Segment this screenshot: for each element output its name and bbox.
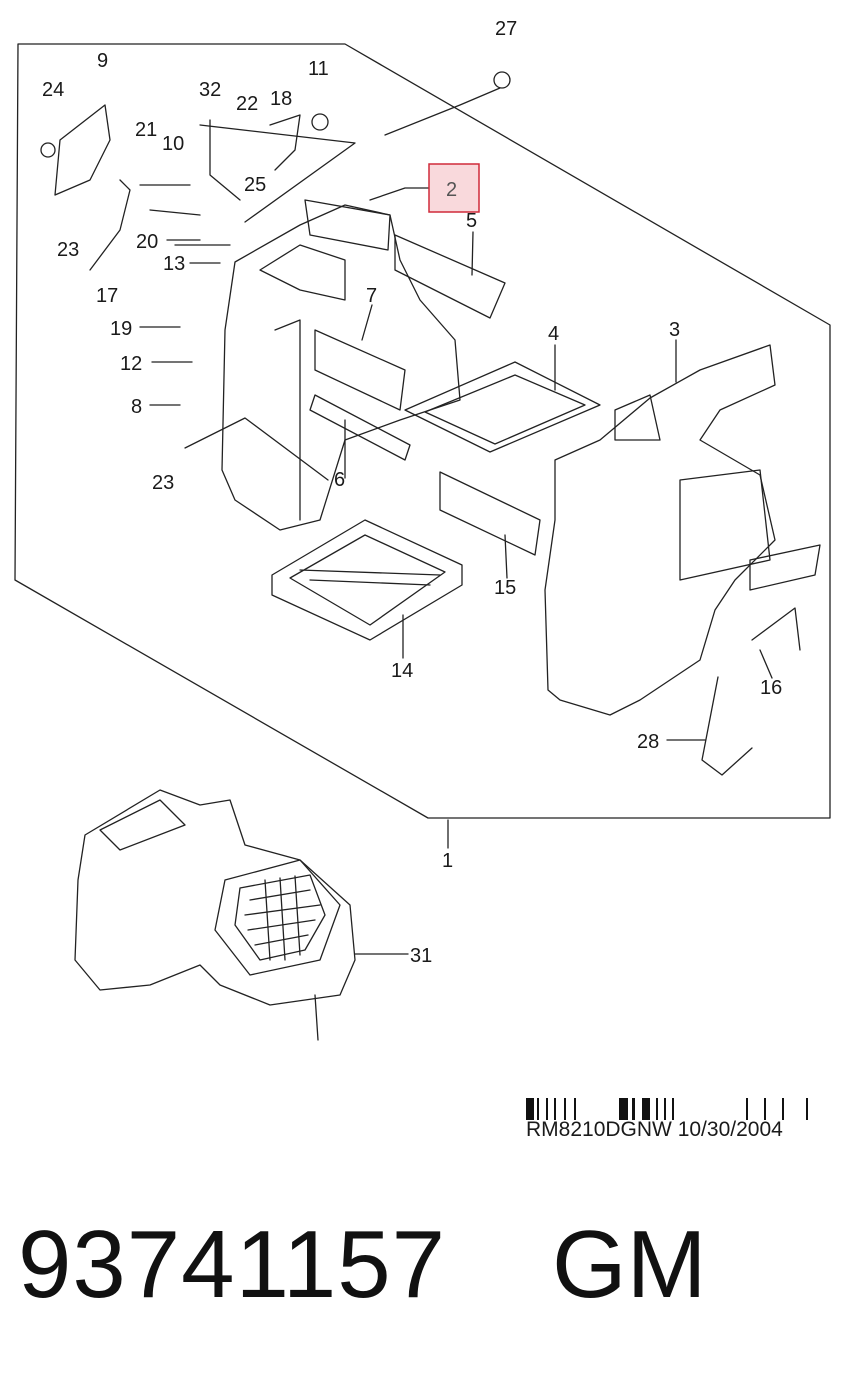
highlight-box <box>428 163 480 213</box>
callout-labels: 27 11 9 24 32 22 18 21 10 25 2 5 20 23 1… <box>42 18 782 967</box>
callout-10: 10 <box>162 133 184 155</box>
callout-9: 9 <box>97 50 108 72</box>
callout-25: 25 <box>244 174 266 196</box>
drawing-code: RM8210DGNW 10/30/2004 <box>526 1118 783 1141</box>
leader-6 <box>184 417 329 481</box>
callout-15: 15 <box>494 577 516 599</box>
barcode-mark <box>526 1098 808 1120</box>
exploded-parts-diagram: 27 11 9 24 32 22 18 21 10 25 2 5 20 23 1… <box>14 18 831 1041</box>
lever-9 <box>54 104 111 196</box>
callout-23a: 23 <box>57 239 79 261</box>
gasket-16 <box>751 607 801 651</box>
leader-16 <box>759 649 773 679</box>
callout-6: 6 <box>334 469 345 491</box>
callout-18: 18 <box>270 88 292 110</box>
filter-4 <box>404 361 601 453</box>
callout-11: 11 <box>308 58 329 80</box>
heater-core <box>271 519 463 641</box>
callout-23b: 23 <box>152 472 174 494</box>
callout-21: 21 <box>135 119 157 141</box>
plate-15 <box>439 471 541 556</box>
callout-24: 24 <box>42 79 64 101</box>
assembly-frame <box>14 43 831 819</box>
callout-13: 13 <box>163 253 185 275</box>
callout-14: 14 <box>391 660 413 682</box>
callout-20: 20 <box>136 231 158 253</box>
callout-12: 12 <box>120 353 142 375</box>
callout-17: 17 <box>96 285 118 307</box>
lever-17 <box>89 179 131 271</box>
gasket-28 <box>701 676 753 776</box>
brand-label: GM <box>552 1211 707 1318</box>
callout-5: 5 <box>466 210 477 232</box>
door-6 <box>309 394 411 461</box>
leader-2 <box>369 187 439 201</box>
door-5 <box>394 234 506 319</box>
callout-4: 4 <box>548 323 559 345</box>
leader-32 <box>209 119 241 201</box>
leader-7 <box>361 304 373 341</box>
callout-22: 22 <box>236 93 258 115</box>
case-right <box>544 344 776 716</box>
part-number: 93741157 <box>18 1211 446 1318</box>
leader-bracket <box>199 124 356 223</box>
door-7 <box>314 329 406 411</box>
callout-27: 27 <box>495 18 517 40</box>
callout-1: 1 <box>442 850 453 872</box>
callout-31: 31 <box>410 945 432 967</box>
blower-case <box>74 789 356 1006</box>
callout-7: 7 <box>366 285 377 307</box>
callout-8: 8 <box>131 396 142 418</box>
leader-5 <box>471 231 474 276</box>
callout-2: 2 <box>446 179 457 201</box>
callout-16: 16 <box>760 677 782 699</box>
leader-15 <box>504 534 508 579</box>
callout-19: 19 <box>110 318 132 340</box>
callout-32: 32 <box>199 79 221 101</box>
leader-27 <box>384 87 501 136</box>
callout-3: 3 <box>669 319 680 341</box>
callout-28: 28 <box>637 731 659 753</box>
